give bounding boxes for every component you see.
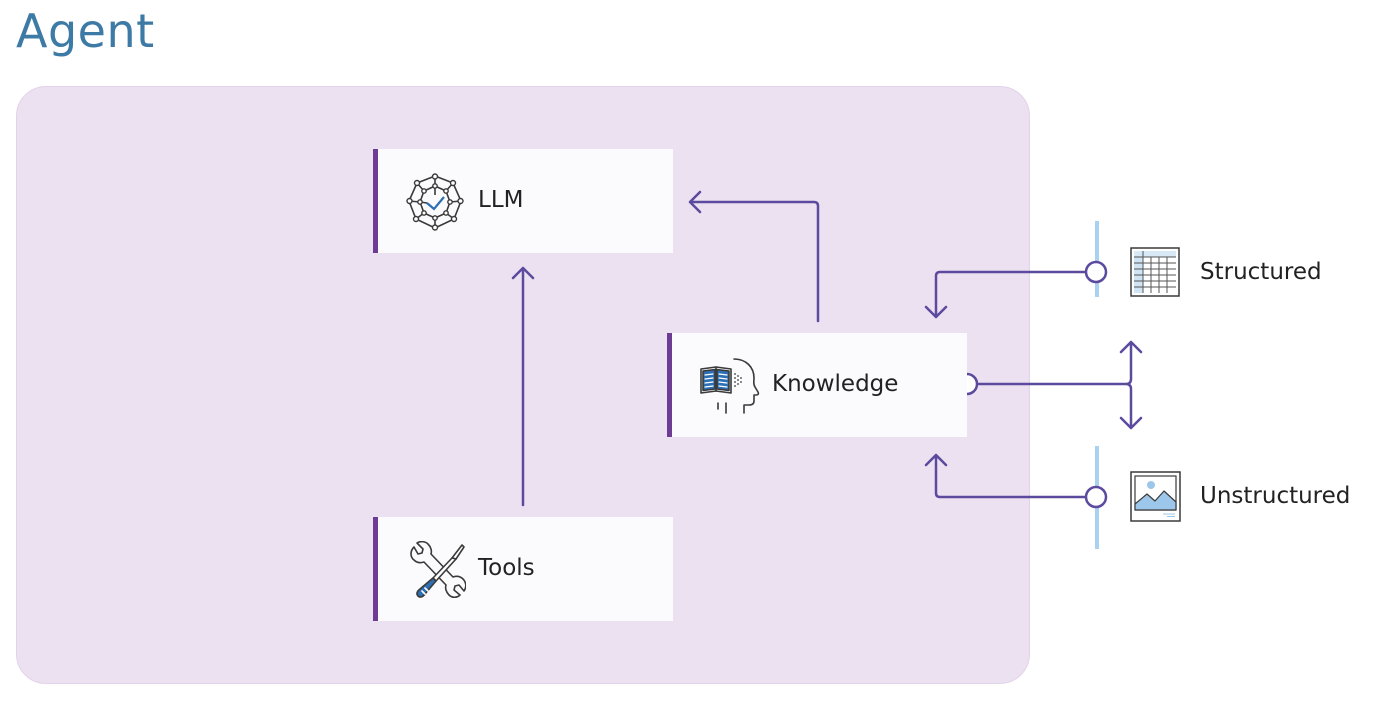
unstructured-source-label: Unstructured [1200,483,1351,509]
book-head-icon [698,357,760,420]
spreadsheet-icon [1130,247,1180,297]
structured-port [1084,260,1108,284]
wrench-screwdriver-icon [406,540,467,606]
structured-source-label: Structured [1200,259,1322,285]
neural-network-icon [406,173,464,236]
arrow-structured-to-knowledge [924,270,1088,319]
page-title: Agent [16,4,155,58]
arrow-knowledge-to-sources [976,340,1143,430]
arrow-unstructured-to-knowledge [924,453,1088,499]
arrow-tools-to-llm [511,266,535,507]
image-icon [1130,471,1181,522]
unstructured-port [1084,485,1108,509]
tools-node[interactable]: Tools [373,517,673,621]
knowledge-node[interactable]: Knowledge [667,333,967,437]
llm-label: LLM [478,187,524,213]
tools-label: Tools [478,555,535,581]
structured-source-bar [1095,221,1099,297]
knowledge-label: Knowledge [772,371,899,397]
llm-node[interactable]: LLM [373,149,673,253]
arrow-knowledge-to-llm [688,190,820,323]
